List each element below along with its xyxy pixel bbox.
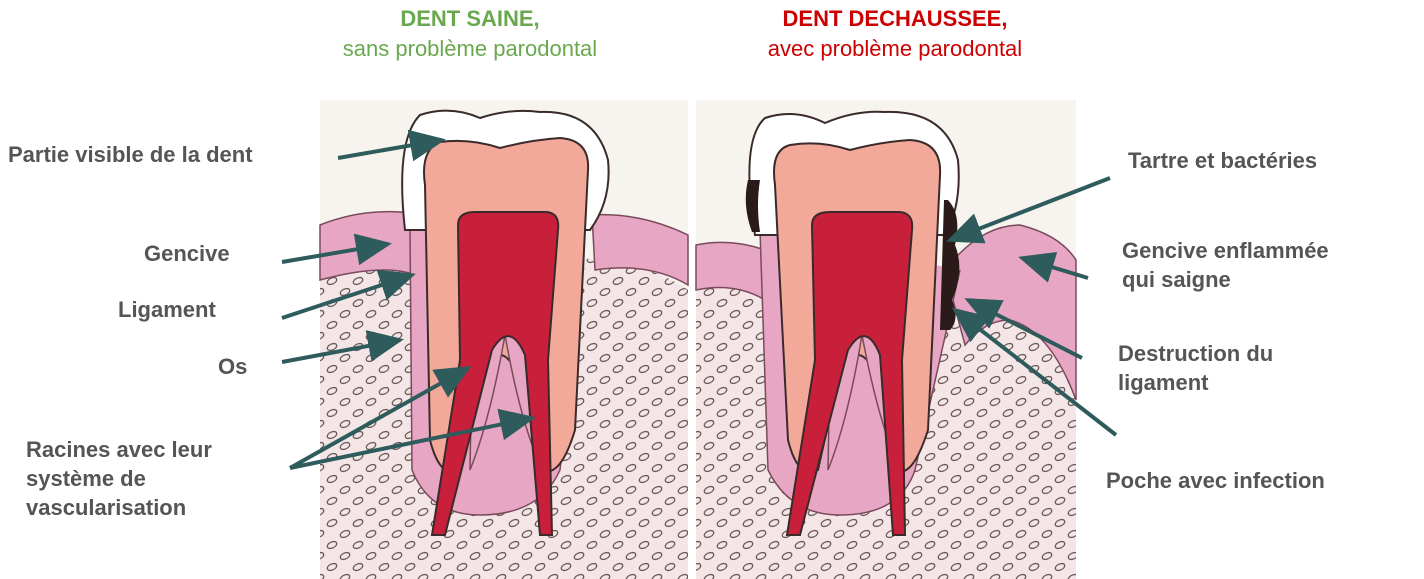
- label-visible-part: Partie visible de la dent: [8, 140, 253, 169]
- header-receding-title: DENT DECHAUSSEE,: [715, 4, 1075, 34]
- label-gum: Gencive: [144, 239, 230, 268]
- header-receding: DENT DECHAUSSEE, avec problème parodonta…: [715, 4, 1075, 64]
- header-healthy-title: DENT SAINE,: [290, 4, 650, 34]
- label-roots-line1: Racines avec leur: [26, 435, 212, 464]
- label-roots-line2: système de: [26, 464, 212, 493]
- label-inflamed-line1: Gencive enflammée: [1122, 236, 1329, 265]
- label-roots-line3: vascularisation: [26, 493, 212, 522]
- header-healthy-subtitle: sans problème parodontal: [290, 34, 650, 64]
- label-bone: Os: [218, 352, 247, 381]
- header-receding-subtitle: avec problème parodontal: [715, 34, 1075, 64]
- label-tartar: Tartre et bactéries: [1128, 146, 1317, 175]
- label-destruction: Destruction du ligament: [1118, 339, 1273, 397]
- header-healthy: DENT SAINE, sans problème parodontal: [290, 4, 650, 64]
- label-roots: Racines avec leur système de vascularisa…: [26, 435, 212, 522]
- label-ligament: Ligament: [118, 295, 216, 324]
- label-destruction-line1: Destruction du: [1118, 339, 1273, 368]
- label-inflamed-line2: qui saigne: [1122, 265, 1329, 294]
- label-destruction-line2: ligament: [1118, 368, 1273, 397]
- label-inflamed-gum: Gencive enflammée qui saigne: [1122, 236, 1329, 294]
- label-pocket: Poche avec infection: [1106, 466, 1325, 495]
